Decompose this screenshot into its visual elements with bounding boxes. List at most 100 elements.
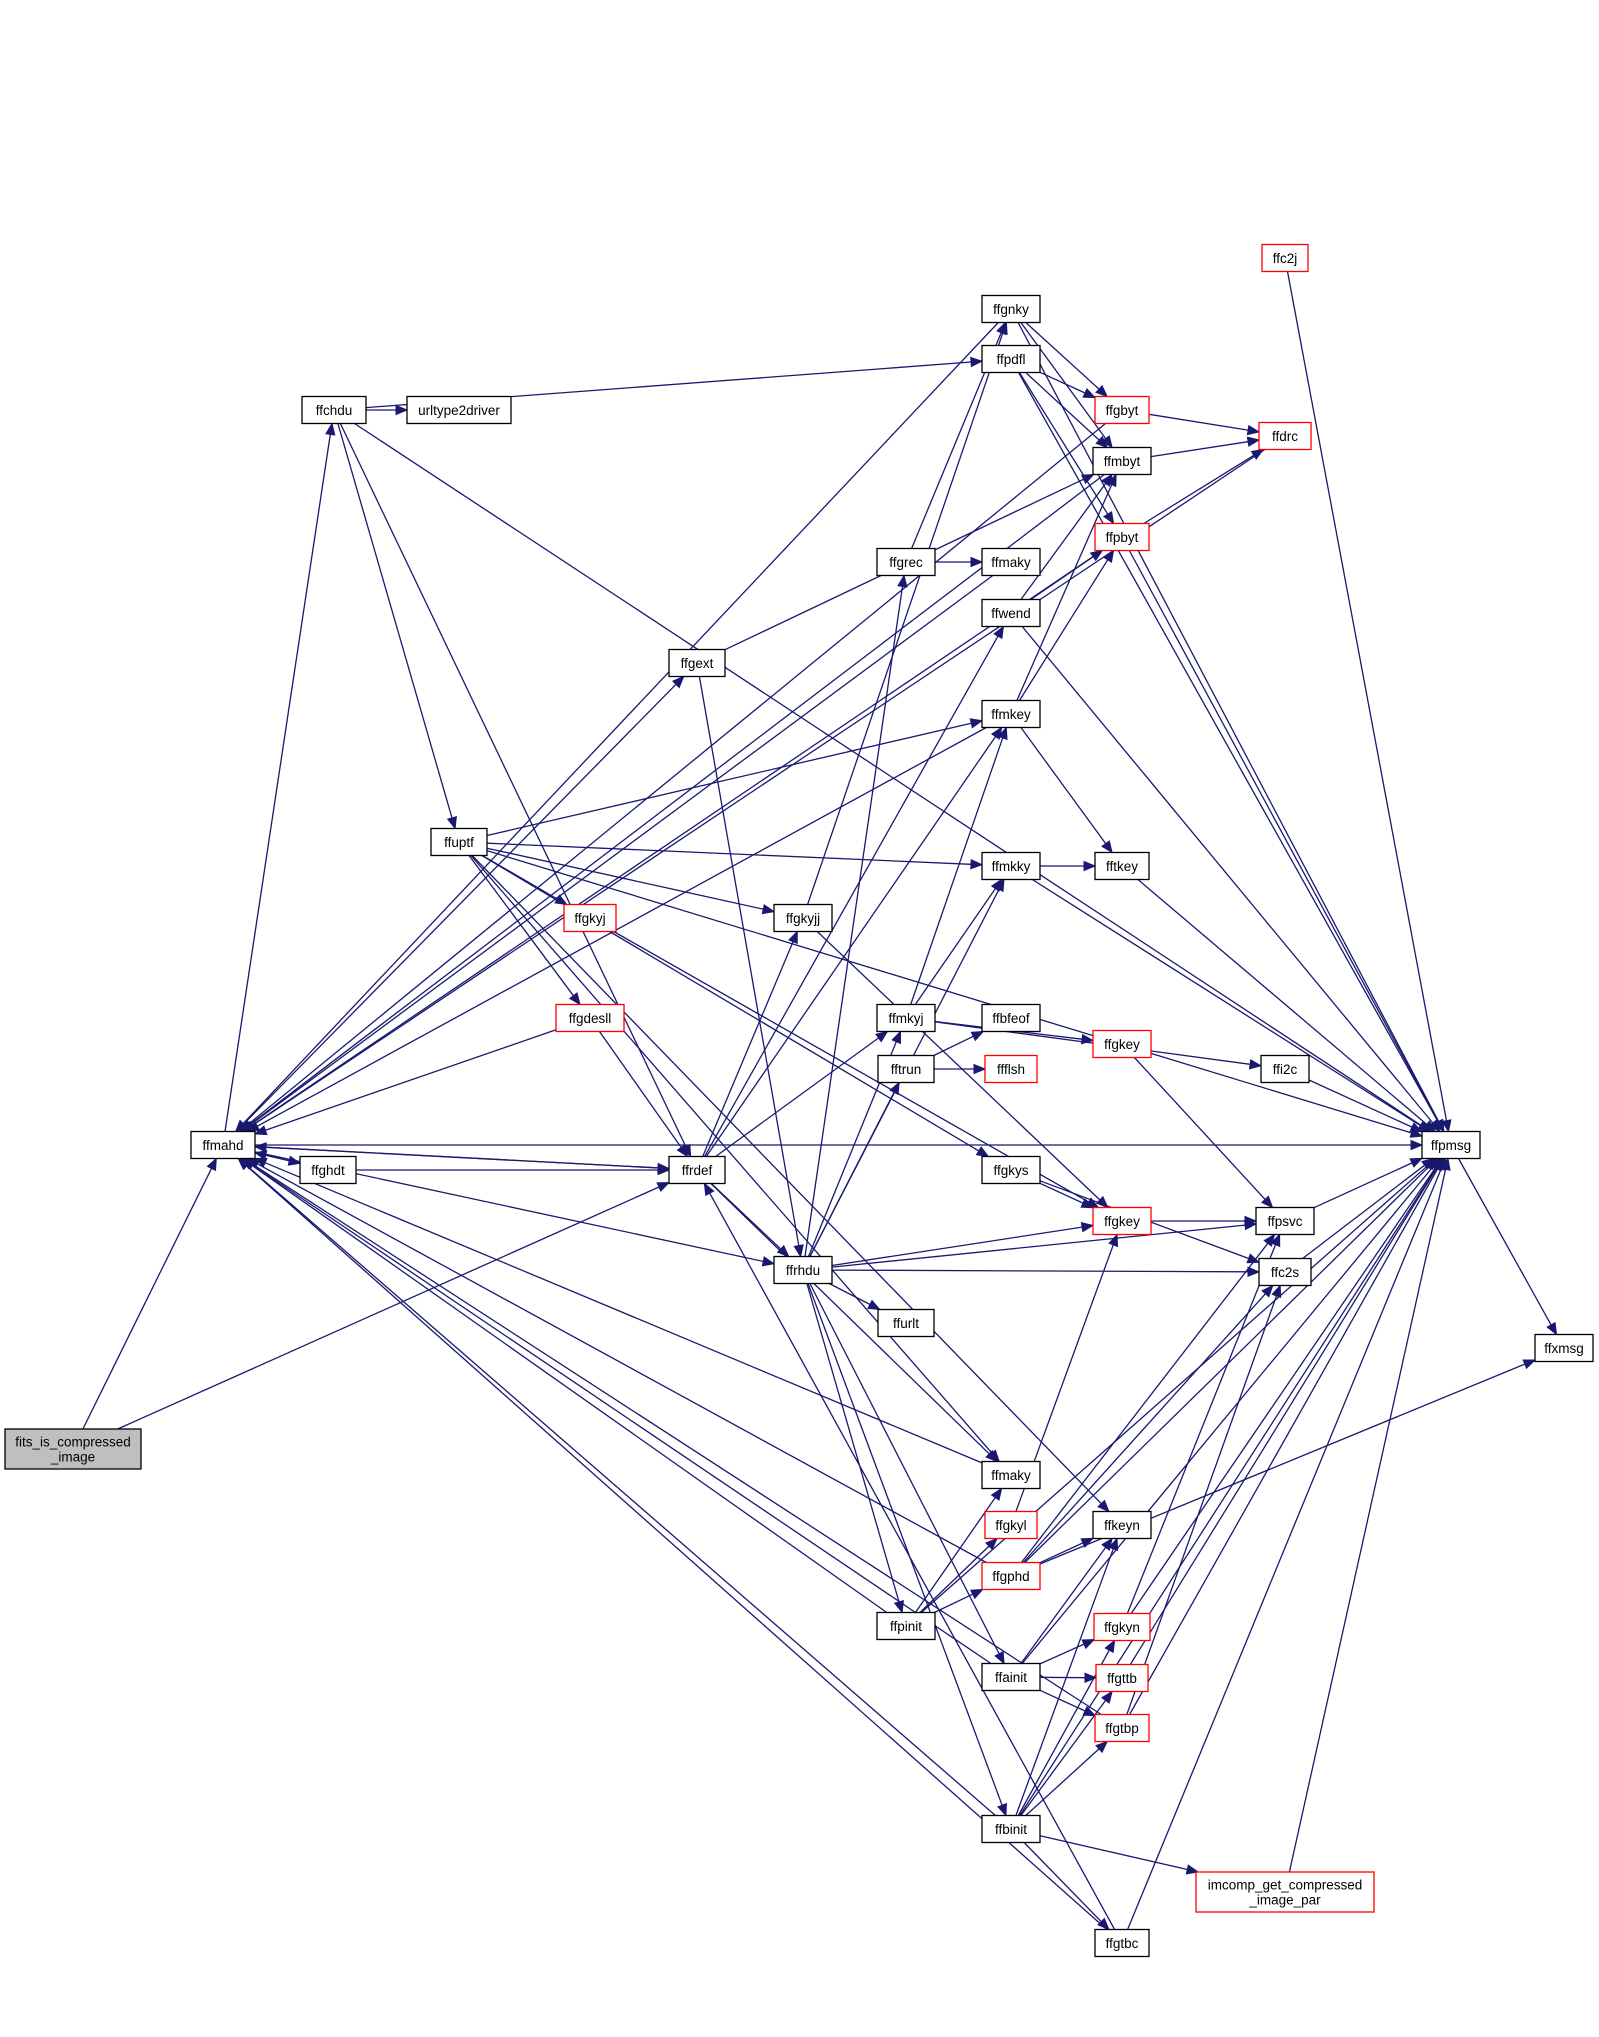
node-imcomp-get-compressed-image-par[interactable]: imcomp_get_compressed_image_par bbox=[1195, 1871, 1375, 1913]
node-ffgtbc[interactable]: ffgtbc bbox=[1094, 1928, 1150, 1958]
node-ffgkys[interactable]: ffgkys bbox=[981, 1155, 1041, 1185]
node-box[interactable] bbox=[1094, 1928, 1150, 1958]
node-box[interactable] bbox=[1094, 1713, 1150, 1743]
node-box[interactable] bbox=[1092, 1510, 1152, 1540]
node-box[interactable] bbox=[1094, 395, 1150, 425]
node-ffkeyn[interactable]: ffkeyn bbox=[1092, 1510, 1152, 1540]
node-ffbfeof[interactable]: ffbfeof bbox=[981, 1003, 1041, 1033]
node-fftrun[interactable]: fftrun bbox=[877, 1054, 935, 1084]
node-ffgphd[interactable]: ffgphd bbox=[981, 1561, 1041, 1591]
node-box[interactable] bbox=[1092, 446, 1152, 476]
node-ffgttb[interactable]: ffgttb bbox=[1095, 1663, 1149, 1693]
node-box[interactable] bbox=[1092, 1029, 1152, 1059]
node-ffmahd[interactable]: ffmahd bbox=[190, 1130, 256, 1160]
node-box[interactable] bbox=[1421, 1130, 1481, 1160]
node-ffgtbp[interactable]: ffgtbp bbox=[1094, 1713, 1150, 1743]
node-ffgbyt[interactable]: ffgbyt bbox=[1094, 395, 1150, 425]
node-box[interactable] bbox=[981, 851, 1041, 881]
node-ffxmsg[interactable]: ffxmsg bbox=[1534, 1333, 1594, 1363]
node-box[interactable] bbox=[668, 1155, 726, 1185]
node-box[interactable] bbox=[1255, 1206, 1315, 1236]
node-ffgrec[interactable]: ffgrec bbox=[876, 547, 936, 577]
node-ffpmsg[interactable]: ffpmsg bbox=[1421, 1130, 1481, 1160]
node-box[interactable] bbox=[1094, 851, 1150, 881]
node-ffc2j[interactable]: ffc2j bbox=[1261, 243, 1309, 273]
node-ffmbyt[interactable]: ffmbyt bbox=[1092, 446, 1152, 476]
node-box[interactable] bbox=[1094, 522, 1150, 552]
node-ffmkyj[interactable]: ffmkyj bbox=[876, 1003, 936, 1033]
node-box[interactable] bbox=[4, 1428, 142, 1470]
node-box[interactable] bbox=[981, 294, 1041, 324]
node-ffwend[interactable]: ffwend bbox=[981, 598, 1041, 628]
node-box[interactable] bbox=[876, 1611, 936, 1641]
node-ffgkyjj[interactable]: ffgkyjj bbox=[773, 903, 833, 933]
node-ffi2c[interactable]: ffi2c bbox=[1260, 1054, 1310, 1084]
node-ffuptf[interactable]: ffuptf bbox=[430, 827, 488, 857]
node-fftkey[interactable]: fftkey bbox=[1094, 851, 1150, 881]
node-box[interactable] bbox=[1261, 243, 1309, 273]
node-box[interactable] bbox=[981, 344, 1041, 374]
node-box[interactable] bbox=[406, 395, 512, 425]
node-box[interactable] bbox=[984, 1054, 1038, 1084]
node-box[interactable] bbox=[555, 1003, 625, 1033]
node-ffpbyt[interactable]: ffpbyt bbox=[1094, 522, 1150, 552]
node-ffmaky-bottom[interactable]: ffmaky bbox=[981, 1460, 1041, 1490]
node-ffpsvc[interactable]: ffpsvc bbox=[1255, 1206, 1315, 1236]
node-ffurlt[interactable]: ffurlt bbox=[877, 1308, 935, 1338]
node-ffgdesll[interactable]: ffgdesll bbox=[555, 1003, 625, 1033]
node-ffgkyj[interactable]: ffgkyj bbox=[563, 903, 617, 933]
node-ffmaky-top[interactable]: ffmaky bbox=[981, 547, 1041, 577]
node-ffdrc[interactable]: ffdrc bbox=[1258, 421, 1312, 451]
node-box[interactable] bbox=[1092, 1206, 1152, 1236]
node-box[interactable] bbox=[877, 1308, 935, 1338]
node-box[interactable] bbox=[563, 903, 617, 933]
node-box[interactable] bbox=[299, 1155, 357, 1185]
node-box[interactable] bbox=[668, 648, 726, 678]
node-box[interactable] bbox=[773, 1255, 833, 1285]
node-box[interactable] bbox=[981, 1155, 1041, 1185]
node-box[interactable] bbox=[301, 395, 367, 425]
node-box[interactable] bbox=[1095, 1663, 1149, 1693]
node-ffghdt[interactable]: ffghdt bbox=[299, 1155, 357, 1185]
node-ffgkey-lower[interactable]: ffgkey bbox=[1092, 1206, 1152, 1236]
node-box[interactable] bbox=[190, 1130, 256, 1160]
node-box[interactable] bbox=[1258, 1257, 1312, 1287]
node-box[interactable] bbox=[981, 598, 1041, 628]
node-box[interactable] bbox=[876, 1003, 936, 1033]
node-ffrdef[interactable]: ffrdef bbox=[668, 1155, 726, 1185]
node-box[interactable] bbox=[1534, 1333, 1594, 1363]
node-ffbinit[interactable]: ffbinit bbox=[981, 1814, 1041, 1844]
node-ffmkey[interactable]: ffmkey bbox=[981, 699, 1041, 729]
node-box[interactable] bbox=[981, 1460, 1041, 1490]
node-box[interactable] bbox=[1258, 421, 1312, 451]
node-box[interactable] bbox=[981, 1561, 1041, 1591]
node-box[interactable] bbox=[1260, 1054, 1310, 1084]
node-ffgkey-upper[interactable]: ffgkey bbox=[1092, 1029, 1152, 1059]
node-box[interactable] bbox=[981, 1003, 1041, 1033]
node-ffchdu[interactable]: ffchdu bbox=[301, 395, 367, 425]
node-ffflsh[interactable]: ffflsh bbox=[984, 1054, 1038, 1084]
node-urltype2driver[interactable]: urltype2driver bbox=[406, 395, 512, 425]
node-ffgkyl[interactable]: ffgkyl bbox=[984, 1510, 1038, 1540]
node-box[interactable] bbox=[981, 699, 1041, 729]
node-ffrhdu[interactable]: ffrhdu bbox=[773, 1255, 833, 1285]
node-ffainit[interactable]: ffainit bbox=[981, 1662, 1041, 1692]
node-fits-is-compressed-image[interactable]: fits_is_compressed_image bbox=[4, 1428, 142, 1470]
node-box[interactable] bbox=[981, 1814, 1041, 1844]
node-box[interactable] bbox=[1093, 1612, 1151, 1642]
node-box[interactable] bbox=[773, 903, 833, 933]
node-box[interactable] bbox=[981, 547, 1041, 577]
node-box[interactable] bbox=[1195, 1871, 1375, 1913]
node-ffc2s[interactable]: ffc2s bbox=[1258, 1257, 1312, 1287]
node-box[interactable] bbox=[981, 1662, 1041, 1692]
node-box[interactable] bbox=[877, 1054, 935, 1084]
node-box[interactable] bbox=[876, 547, 936, 577]
node-ffgnky[interactable]: ffgnky bbox=[981, 294, 1041, 324]
node-box[interactable] bbox=[984, 1510, 1038, 1540]
node-ffpinit[interactable]: ffpinit bbox=[876, 1611, 936, 1641]
node-ffgext[interactable]: ffgext bbox=[668, 648, 726, 678]
node-ffmkky[interactable]: ffmkky bbox=[981, 851, 1041, 881]
node-ffpdfl[interactable]: ffpdfl bbox=[981, 344, 1041, 374]
node-box[interactable] bbox=[430, 827, 488, 857]
node-ffgkyn[interactable]: ffgkyn bbox=[1093, 1612, 1151, 1642]
